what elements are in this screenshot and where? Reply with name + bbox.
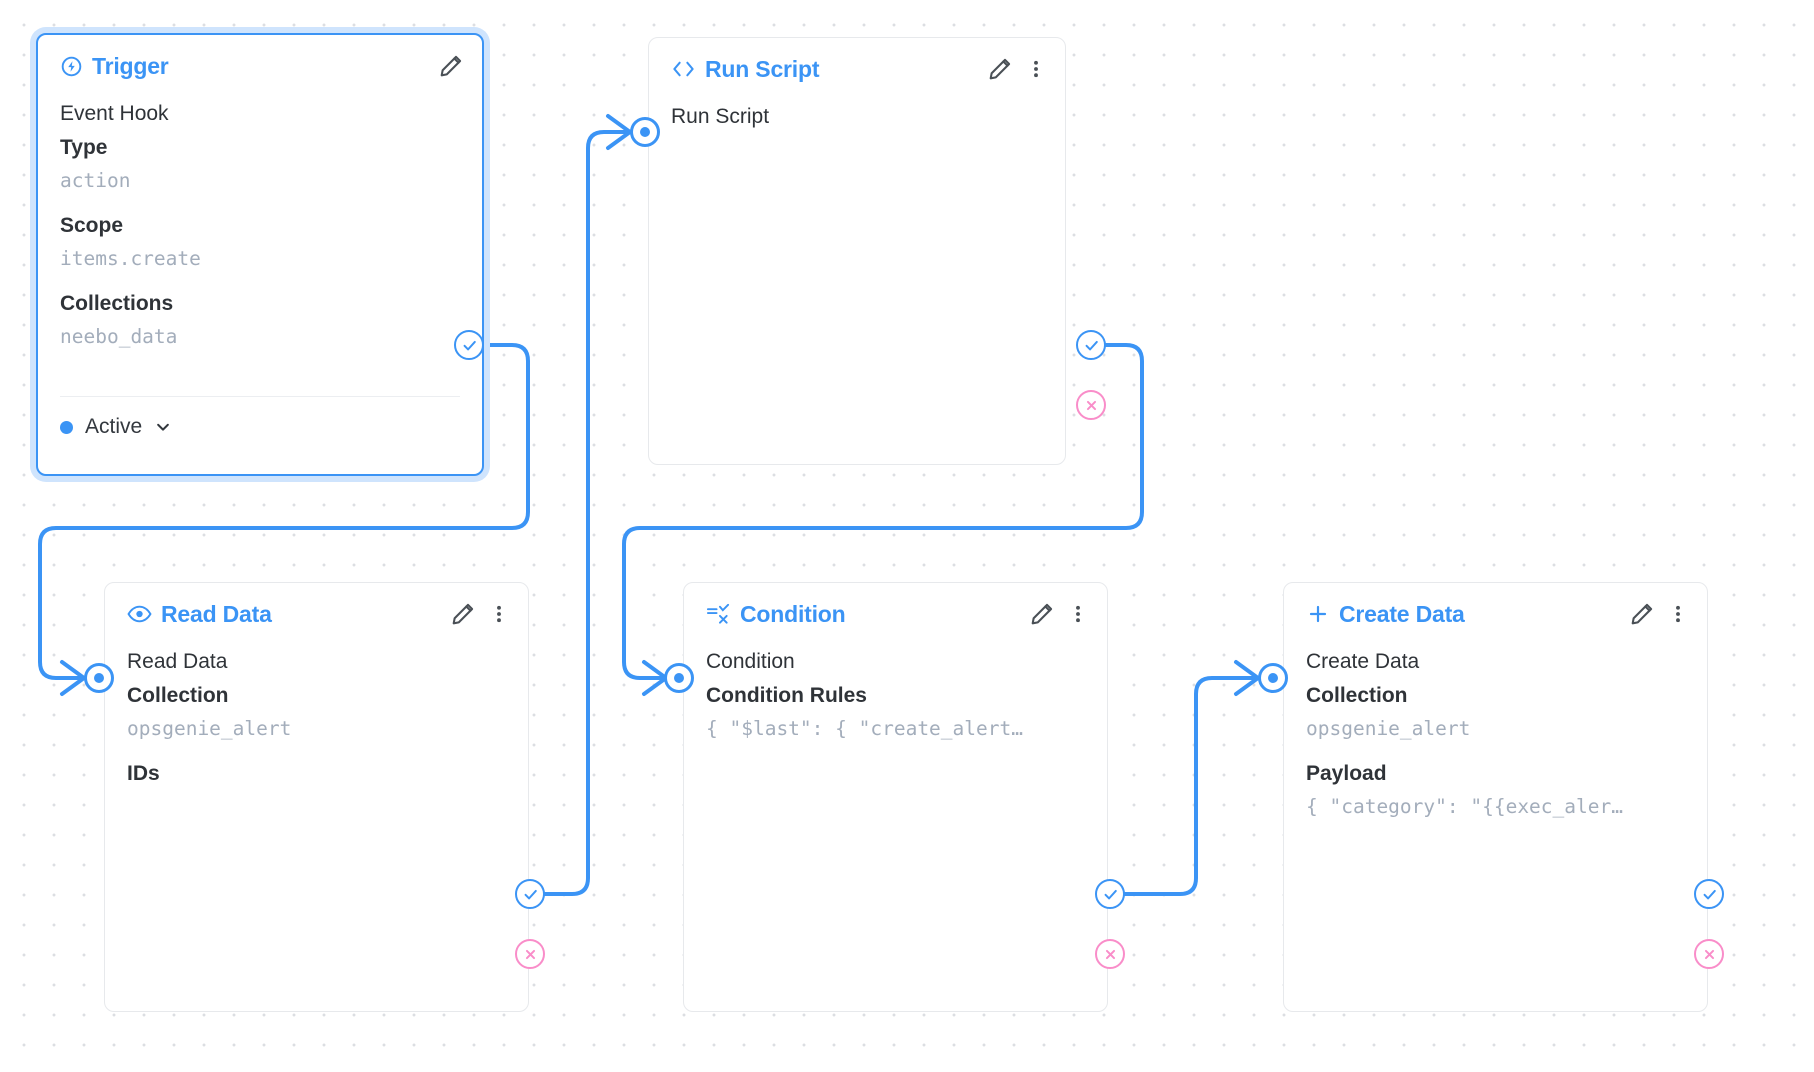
node-title-label: Read Data — [161, 600, 272, 627]
condition-filter-icon — [706, 603, 731, 625]
node-body: Event Hook Type action Scope items.creat… — [38, 97, 482, 353]
field-value-payload: { "category": "{{exec_aler… — [1306, 795, 1623, 818]
node-title-trigger: Trigger — [60, 53, 169, 80]
input-handle-condition[interactable] — [664, 663, 694, 693]
field-label-type: Type — [60, 136, 108, 159]
field-condition: Condition — [706, 650, 795, 673]
divider — [60, 396, 460, 397]
edge-arrow-create-data — [1234, 660, 1260, 696]
resolve-handle-trigger[interactable] — [454, 330, 484, 360]
resolve-handle-run-script[interactable] — [1076, 330, 1106, 360]
node-trigger[interactable]: Trigger Event Hook Type action Scope ite… — [36, 33, 484, 476]
status-label: Active — [85, 415, 143, 438]
field-read-data: Read Data — [127, 650, 228, 673]
edge-arrow-condition — [642, 660, 668, 696]
reject-handle-condition[interactable] — [1095, 939, 1125, 969]
edit-button[interactable] — [1029, 601, 1055, 627]
node-title-label: Create Data — [1339, 600, 1465, 627]
field-label-payload: Payload — [1306, 762, 1387, 785]
resolve-handle-condition[interactable] — [1095, 879, 1125, 909]
node-read-data[interactable]: Read Data Read Data Collection opsgenie_… — [104, 582, 529, 1012]
field-value-condition-rules: { "$last": { "create_alert… — [706, 717, 1023, 740]
field-value-collections: neebo_data — [60, 325, 178, 348]
edge-arrow-read-data — [60, 660, 86, 696]
plus-icon — [1306, 602, 1330, 626]
node-title-label: Trigger — [92, 52, 169, 79]
field-run-script: Run Script — [671, 105, 770, 128]
code-brackets-icon — [671, 58, 696, 80]
node-title-label: Run Script — [705, 55, 820, 82]
input-handle-run-script[interactable] — [630, 117, 660, 147]
node-condition[interactable]: Condition Condition Condition Rules { "$… — [683, 582, 1108, 1012]
spacer — [1306, 745, 1685, 757]
field-value-collection: opsgenie_alert — [127, 717, 292, 740]
field-event-hook: Event Hook — [60, 102, 169, 125]
status-dot — [60, 420, 73, 434]
more-options-button[interactable] — [476, 601, 510, 627]
node-header: Read Data — [105, 583, 528, 645]
edge-arrow-run-script — [606, 114, 632, 150]
input-handle-create-data[interactable] — [1258, 663, 1288, 693]
edge-condition-to-create-data — [1123, 676, 1258, 896]
spacer — [127, 745, 506, 757]
edit-button[interactable] — [1629, 601, 1655, 627]
eye-icon — [127, 604, 152, 624]
chevron-down-icon — [154, 418, 172, 436]
spacer — [60, 275, 460, 287]
node-title-run-script: Run Script — [671, 56, 819, 83]
more-options-button[interactable] — [1055, 601, 1089, 627]
bolt-circle-icon — [60, 55, 83, 78]
field-label-collection: Collection — [127, 684, 229, 707]
node-header: Condition — [684, 583, 1107, 645]
node-title-condition: Condition — [706, 601, 846, 628]
node-header: Trigger — [38, 35, 482, 97]
field-label-ids: IDs — [127, 762, 160, 785]
node-body: Create Data Collection opsgenie_alert Pa… — [1284, 645, 1707, 823]
resolve-handle-create-data[interactable] — [1694, 879, 1724, 909]
field-label-collections: Collections — [60, 292, 174, 315]
node-header: Run Script — [649, 38, 1065, 100]
status-dropdown[interactable]: Active — [38, 397, 482, 457]
more-options-button[interactable] — [1013, 56, 1047, 82]
input-handle-read-data[interactable] — [84, 663, 114, 693]
field-label-condition-rules: Condition Rules — [706, 684, 867, 707]
field-value-scope: items.create — [60, 247, 201, 270]
resolve-handle-read-data[interactable] — [515, 879, 545, 909]
field-label-scope: Scope — [60, 214, 124, 237]
edge-read-data-to-run-script — [543, 130, 630, 896]
field-value-collection: opsgenie_alert — [1306, 717, 1471, 740]
field-create-data: Create Data — [1306, 650, 1420, 673]
node-body: Condition Condition Rules { "$last": { "… — [684, 645, 1107, 745]
field-label-collection: Collection — [1306, 684, 1408, 707]
node-title-create-data: Create Data — [1306, 601, 1465, 628]
node-run-script[interactable]: Run Script Run Script — [648, 37, 1066, 465]
edit-button[interactable] — [987, 56, 1013, 82]
field-value-type: action — [60, 169, 131, 192]
reject-handle-create-data[interactable] — [1694, 939, 1724, 969]
node-title-read-data: Read Data — [127, 601, 272, 628]
node-create-data[interactable]: Create Data Create Data Collection opsge… — [1283, 582, 1708, 1012]
spacer — [60, 197, 460, 209]
reject-handle-run-script[interactable] — [1076, 390, 1106, 420]
edit-button[interactable] — [438, 53, 464, 79]
reject-handle-read-data[interactable] — [515, 939, 545, 969]
more-options-button[interactable] — [1655, 601, 1689, 627]
node-header: Create Data — [1284, 583, 1707, 645]
node-title-label: Condition — [740, 600, 846, 627]
edit-button[interactable] — [450, 601, 476, 627]
node-body: Read Data Collection opsgenie_alert IDs — [105, 645, 528, 791]
node-body: Run Script — [649, 100, 1065, 134]
